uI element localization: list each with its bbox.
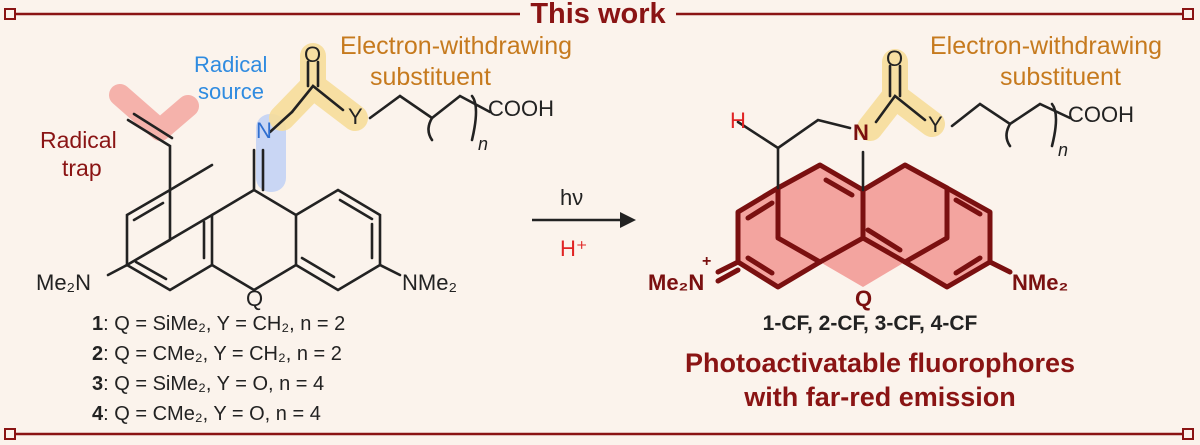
- radical-trap-label-line1: Radical: [40, 127, 117, 153]
- ewg-label-line1: Electron-withdrawing: [340, 32, 572, 60]
- list-item: 2: Q = CMe₂, Y = CH₂, n = 2: [92, 343, 342, 365]
- atom-o-right: O: [886, 46, 903, 71]
- atom-y-right: Y: [928, 112, 943, 137]
- ewg-label-right-line2: substituent: [1000, 63, 1121, 91]
- ewg-label-line2: substituent: [370, 63, 491, 91]
- nme2-group-right: NMe₂: [1012, 270, 1068, 295]
- list-item: 1: Q = SiMe₂, Y = CH₂, n = 2: [92, 313, 345, 335]
- atom-q: Q: [246, 286, 263, 311]
- condition-light: hν: [560, 185, 583, 210]
- radical-source-label-line2: source: [198, 79, 264, 104]
- frame: [4, 8, 1194, 440]
- subscript-n: n: [478, 134, 488, 154]
- list-item: 3: Q = SiMe₂, Y = O, n = 4: [92, 373, 324, 395]
- atom-o: O: [304, 42, 321, 67]
- atom-n: N: [256, 118, 272, 143]
- cooh-group: COOH: [488, 96, 554, 121]
- radical-trap-highlight: [109, 84, 199, 141]
- nme2-right: NMe₂: [402, 270, 457, 295]
- cooh-group-right: COOH: [1068, 102, 1134, 127]
- left-molecule: O N Y Q COOH n Me₂N NMe₂ Electron-withdr…: [36, 32, 572, 311]
- atom-h: H: [730, 108, 746, 133]
- radical-trap-label-line2: trap: [62, 155, 102, 181]
- atom-q-right: Q: [855, 286, 872, 311]
- nme2-left: Me₂N: [36, 270, 91, 295]
- product-labels: 1-CF, 2-CF, 3-CF, 4-CF: [763, 312, 978, 335]
- charge-plus: +: [702, 253, 711, 270]
- list-item: 4: Q = CMe₂, Y = O, n = 4: [92, 403, 321, 425]
- right-molecule: H O N Y Q COOH n Me₂N + NMe₂ Electron-wi…: [648, 32, 1162, 412]
- atom-y: Y: [348, 104, 363, 129]
- condition-acid: H⁺: [560, 236, 588, 261]
- caption-line2: with far-red emission: [743, 382, 1016, 412]
- me2n-plus-group: Me₂N: [648, 270, 704, 295]
- page-title: This work: [530, 0, 666, 30]
- ewg-label-right-line1: Electron-withdrawing: [930, 32, 1162, 60]
- caption-line1: Photoactivatable fluorophores: [685, 348, 1075, 378]
- radical-source-label-line1: Radical: [194, 52, 267, 77]
- subscript-n-right: n: [1058, 140, 1068, 160]
- compound-list: 1: Q = SiMe₂, Y = CH₂, n = 2 2: Q = CMe₂…: [92, 313, 345, 425]
- reaction-arrow: hν H⁺: [532, 185, 636, 261]
- atom-n-right: N: [853, 120, 869, 145]
